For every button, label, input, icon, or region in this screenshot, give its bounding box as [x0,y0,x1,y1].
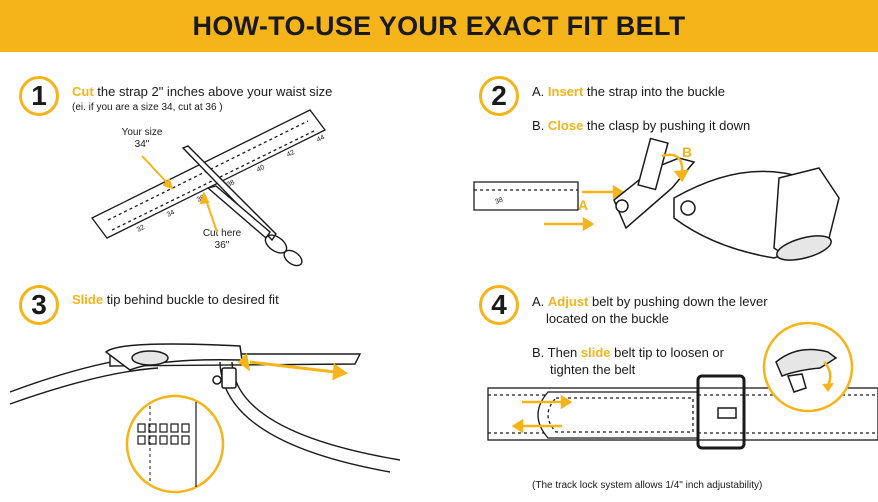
step-2-a-keyword: Insert [547,84,584,99]
step-1-text: the strap 2" inches above your waist siz… [93,84,333,99]
strap-tick-label: 38 [494,197,504,206]
step-4-b-line2: tighten the belt [550,362,636,377]
step-3-text: tip behind buckle to desired fit [103,292,279,307]
step-2-b-instruction: B. Close the clasp by pushing it down [532,118,750,133]
step-2-b-keyword: Close [547,118,584,133]
title-banner: HOW-TO-USE YOUR EXACT FIT BELT [0,0,878,52]
step-4-b-instruction: B. Then slide belt tip to loosen or [532,345,724,360]
buckle-clasp-icon [613,137,840,261]
cut-here-text: Cut here [202,228,242,239]
step-3-number: 3 [19,285,59,325]
step-1-instruction: Cut the strap 2" inches above your waist… [72,84,332,99]
buckle-frame-icon [696,374,746,450]
track-hole [170,435,179,445]
step-4-b-text: belt tip to loosen or [610,345,724,360]
slide-arrow-icon [237,352,349,381]
step-2-a-text: the strap into the buckle [583,84,725,99]
step-2-arrow-a-label: A [578,197,589,213]
step-1-number: 1 [19,76,59,116]
step-2-a-prefix: A. [532,84,548,99]
ruler-tick-label: 32 [136,224,146,234]
track-hole [170,423,179,433]
step-2-a-instruction: A. Insert the strap into the buckle [532,84,725,99]
step-2-number: 2 [479,76,519,116]
step-4-a-instruction: A. Adjust belt by pushing down the lever [532,294,768,309]
cut-here-value: 36" [214,240,230,251]
track-hole [181,435,190,445]
adjust-belt-illustration [487,321,878,450]
track-hole [148,423,157,433]
buckle-icon [104,343,243,389]
track-hole [159,435,168,445]
strap-end: 38 [473,181,579,211]
belt-strap [487,387,878,441]
scissors-icon [181,145,303,267]
size-marker-arrows [141,155,218,233]
ruler-tick-label: 40 [256,164,266,174]
step-4-footnote: (The track lock system allows 1/4" inch … [532,480,763,491]
track-hole [137,435,146,445]
ruler-tick-label: 44 [316,134,326,144]
step-1-note: (ei. if you are a size 34, cut at 36 ) [72,102,223,113]
ruler-tick-label: 36 [196,194,206,204]
step-2-b-prefix: B. [532,118,548,133]
ruler-tick-label: 34 [166,209,176,219]
ruler-tick-label: 38 [226,179,236,189]
your-size-value: 34" [134,139,150,150]
step-4-number: 4 [479,285,519,325]
step-4-a-line2: located on the buckle [546,311,669,326]
step-4-a-keyword: Adjust [547,294,589,309]
lever-zoom-callout [762,321,854,413]
step-4-b-prefix: B. Then [532,345,581,360]
step-2-arrow-b-label: B [682,144,693,160]
track-hole [181,423,190,433]
your-size-text: Your size [121,127,163,138]
buckle-insert-illustration: 38 [473,137,840,261]
zoom-callout [125,394,225,494]
ruler-tick-label: 42 [286,149,296,159]
step-4-a-text: belt by pushing down the lever [588,294,768,309]
step-4-a-prefix: A. [532,294,548,309]
page-title: HOW-TO-USE YOUR EXACT FIT BELT [192,10,686,41]
step-1-keyword: Cut [72,84,94,99]
adjust-arrow-b-icon [511,394,573,434]
track-hole [137,423,146,433]
step-3-instruction: Slide tip behind buckle to desired fit [72,292,279,307]
strap-cutting-illustration: 32 34 36 38 40 42 44 [91,109,326,267]
step-2-b-text: the clasp by pushing it down [583,118,751,133]
close-arrow-icon [661,153,690,183]
track-hole [148,435,157,445]
track-hole [159,423,168,433]
slide-tip-illustration [9,343,401,494]
step-3-keyword: Slide [72,292,104,307]
step-4-b-keyword: slide [580,345,611,360]
insert-arrows-icon [544,184,625,232]
